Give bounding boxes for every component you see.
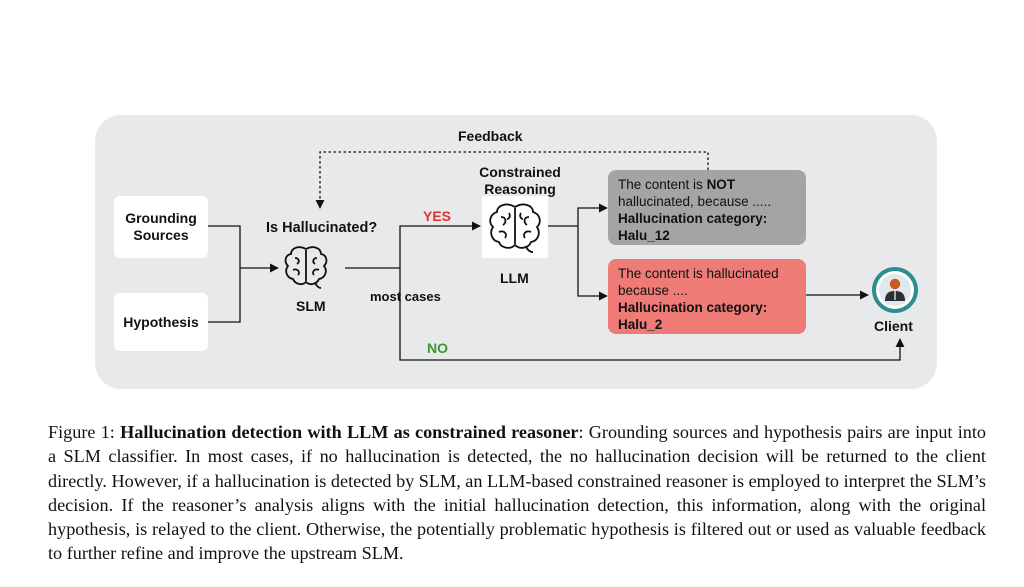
grounding-sources-box: Grounding Sources [114,196,208,258]
no-label: NO [427,340,448,356]
hallucinated-output-box: The content is hallucinated because ....… [608,259,806,334]
caption-title: Hallucination detection with LLM as cons… [120,422,579,442]
halluc-line2: because .... [618,283,688,298]
to-halluc-arrow [577,226,608,301]
not-halluc-line2: hallucinated, because ..... [618,194,772,209]
feedback-arrow [315,151,709,209]
is-hallucinated-label: Is Hallucinated? [266,220,378,236]
no-branch-arrow [399,268,905,361]
yes-label: YES [423,208,452,224]
halluc-category-label: Hallucination category: [618,300,768,315]
not-halluc-category-value: Halu_12 [618,228,670,243]
client-person-icon [872,267,918,313]
yes-branch-arrow [399,221,481,268]
caption-body: : Grounding sources and hypothesis pairs… [48,422,987,564]
halluc-line1: The content is hallucinated [618,266,779,281]
to-not-halluc-arrow [577,203,608,226]
not-hallucinated-output-box: The content is NOT hallucinated, because… [608,170,806,245]
hypothesis-connector [207,268,241,323]
halluc-category-value: Halu_2 [618,317,663,332]
llm-label: LLM [500,270,529,286]
caption-prefix: Figure 1: [48,422,121,442]
constrained-reasoning-label: Constrained Reasoning [479,164,561,197]
hypothesis-box: Hypothesis [114,293,208,351]
brain-icon-slm [284,246,328,289]
brain-icon-llm [489,203,541,253]
not-halluc-line1: The content is NOT [618,177,736,192]
feedback-label: Feedback [458,128,523,144]
most-cases-label: most cases [370,289,441,304]
figure-caption: Figure 1: Hallucination detection with L… [48,420,986,566]
grounding-connector [207,225,241,268]
client-label: Client [874,318,913,334]
not-halluc-category-label: Hallucination category: [618,211,768,226]
slm-label: SLM [296,298,326,314]
